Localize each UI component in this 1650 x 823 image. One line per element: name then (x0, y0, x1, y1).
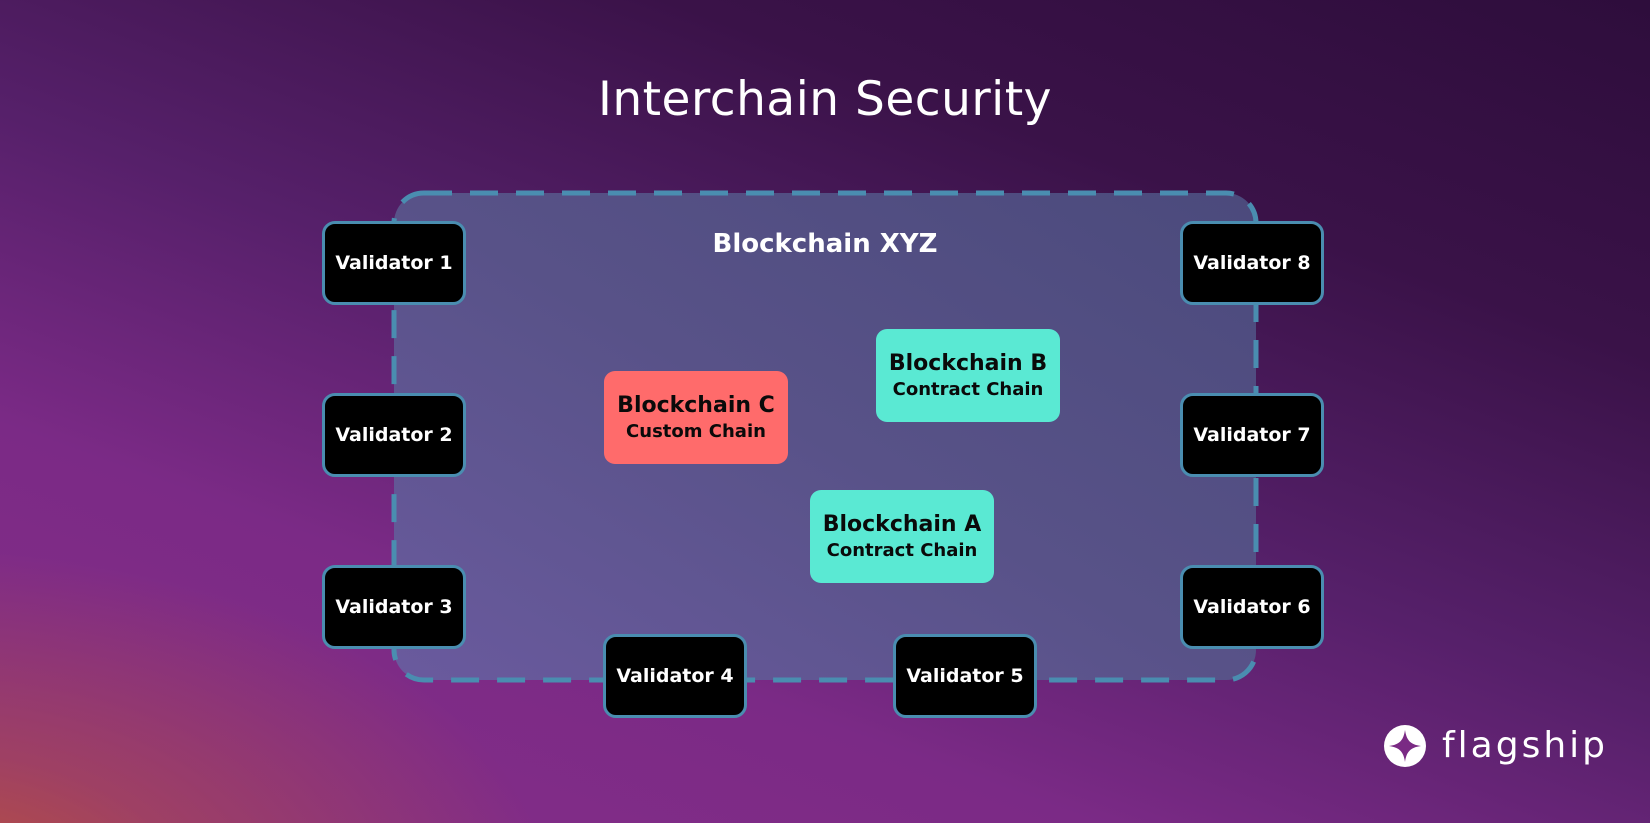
chain-type: Custom Chain (626, 420, 766, 442)
validator-8[interactable]: Validator 8 (1180, 221, 1324, 305)
diagram-title: Interchain Security (597, 72, 1052, 127)
chain-card-b[interactable]: Blockchain B Contract Chain (876, 329, 1060, 422)
validator-2[interactable]: Validator 2 (322, 393, 466, 477)
validator-7[interactable]: Validator 7 (1180, 393, 1324, 477)
validator-1[interactable]: Validator 1 (322, 221, 466, 305)
chain-card-a[interactable]: Blockchain A Contract Chain (810, 490, 994, 583)
sparkle-star-icon (1384, 725, 1426, 767)
chain-card-c[interactable]: Blockchain C Custom Chain (604, 371, 788, 464)
chain-name: Blockchain A (822, 511, 982, 537)
validator-4[interactable]: Validator 4 (603, 634, 747, 718)
validator-3[interactable]: Validator 3 (322, 565, 466, 649)
chain-type: Contract Chain (826, 539, 978, 561)
chain-type: Contract Chain (892, 378, 1044, 400)
validator-5[interactable]: Validator 5 (893, 634, 1037, 718)
chain-name: Blockchain C (617, 392, 775, 418)
chain-name: Blockchain B (888, 350, 1048, 376)
brand-name: flagship (1442, 725, 1609, 766)
blockchain-xyz-container (394, 193, 1256, 680)
flagship-logo: flagship (1384, 725, 1608, 767)
validator-6[interactable]: Validator 6 (1180, 565, 1324, 649)
container-label: Blockchain XYZ (712, 229, 938, 259)
